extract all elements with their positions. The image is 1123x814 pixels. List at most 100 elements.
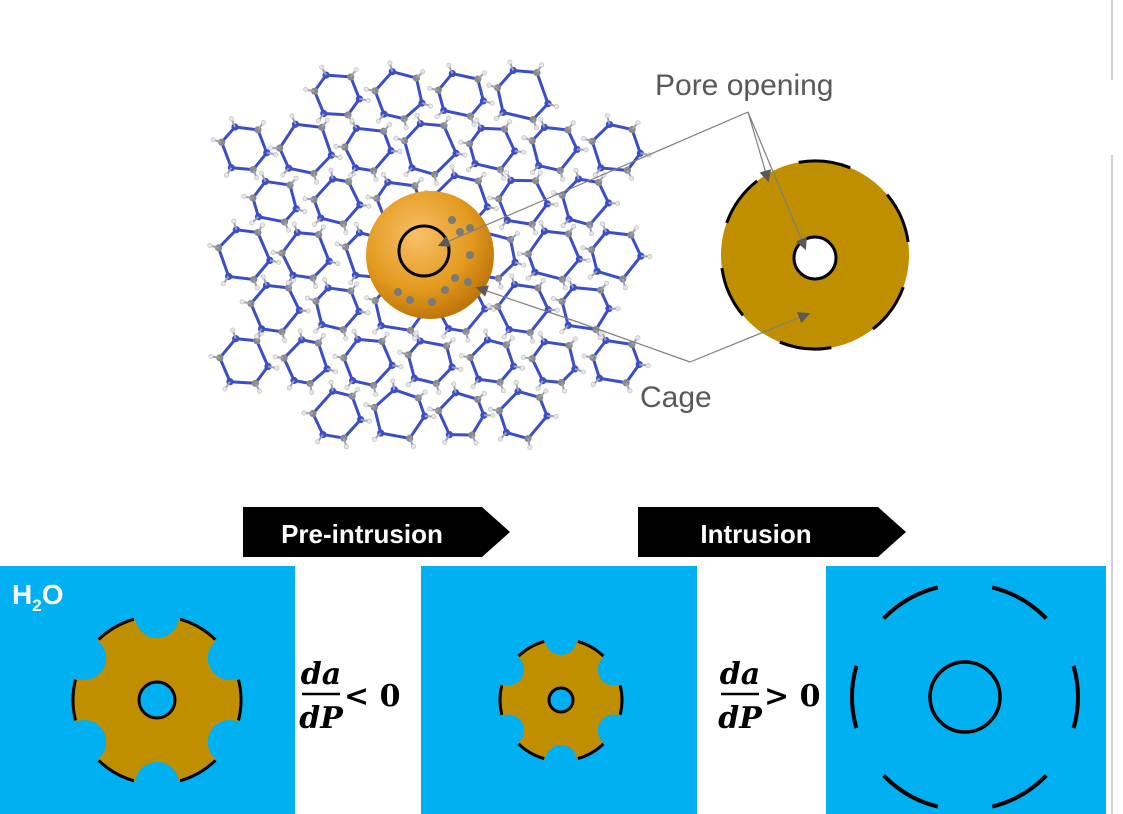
derivative-negative: da dP < 0 <box>299 657 400 736</box>
arrow-pore-to-sphere <box>437 111 749 247</box>
framework-bond <box>538 164 561 173</box>
framework-bond <box>590 140 603 169</box>
hydrogen-atom <box>375 118 381 124</box>
framework-bond <box>344 246 357 276</box>
framework-bond <box>343 127 358 148</box>
hydrogen-atom <box>393 135 399 141</box>
hydrogen-atom <box>489 100 495 106</box>
cage-rim-segment <box>71 679 77 721</box>
framework-bond <box>411 166 436 176</box>
hydrogen-atom <box>436 389 442 395</box>
hydrogen-atom <box>302 196 308 202</box>
cage-rim-segment <box>517 742 545 761</box>
framework-bond <box>327 286 352 293</box>
hydrogen-atom <box>313 284 319 290</box>
framework-bond <box>528 308 550 334</box>
hydrogen-atom <box>320 224 326 230</box>
hydrogen-atom <box>538 116 544 122</box>
framework-bond <box>414 77 424 104</box>
hydrogen-atom <box>507 59 513 65</box>
cage-notch <box>545 623 577 655</box>
molecule-framework-illustration <box>207 59 653 450</box>
framework-bond <box>605 339 633 346</box>
framework-bond <box>496 87 505 113</box>
intrusion-arrow <box>638 507 906 557</box>
hydrogen-atom <box>458 366 464 372</box>
framework-bond <box>258 215 285 224</box>
hydrogen-atom <box>514 231 520 237</box>
hydrogen-atom <box>647 254 653 260</box>
framework-bond <box>265 179 291 187</box>
hydrogen-atom <box>441 333 447 339</box>
hydrogen-atom <box>282 337 288 343</box>
hydrogen-atom <box>535 385 541 391</box>
water-background-3 <box>826 566 1106 814</box>
hydrogen-atom <box>501 334 507 340</box>
annotation-arrows <box>437 111 811 363</box>
hydrogen-atom <box>371 436 377 442</box>
hydrogen-atom <box>580 369 586 375</box>
hydrogen-atom <box>420 69 426 75</box>
framework-bond <box>380 324 411 332</box>
intruded-wall-segment <box>882 585 939 620</box>
framework-bond <box>630 129 642 154</box>
hydrogen-atom <box>273 151 279 157</box>
hydrogen-atom <box>622 285 628 291</box>
hydrogen-atom <box>343 335 349 341</box>
framework-bond <box>403 122 422 142</box>
hydrogen-atom <box>422 389 428 395</box>
intrusion-banner: Intrusion <box>638 507 906 557</box>
hydrogen-atom <box>589 231 595 237</box>
framework-bond <box>621 255 643 280</box>
intrusion-label: Intrusion <box>700 519 811 549</box>
framework-atom <box>514 387 522 395</box>
panel-middle <box>421 566 697 814</box>
framework-bond <box>531 102 550 121</box>
pre-intrusion-label: Pre-intrusion <box>281 519 443 549</box>
framework-bond <box>403 101 423 120</box>
cage-wall-segment <box>725 179 759 224</box>
hydrogen-atom <box>249 220 255 226</box>
hydrogen-atom <box>487 406 493 412</box>
framework-bond <box>419 339 447 348</box>
intruded-wall-segment <box>991 774 1048 809</box>
framework-bond <box>506 431 529 440</box>
hydrogen-atom <box>259 170 265 176</box>
framework-atom <box>356 201 364 209</box>
framework-bond <box>406 354 416 379</box>
hydrogen-atom <box>302 209 308 215</box>
framework-bond <box>387 180 416 188</box>
cage-notch <box>492 714 525 747</box>
framework-bond <box>530 357 545 382</box>
hydrogen-atom <box>223 172 229 178</box>
hydrogen-atom <box>446 115 452 121</box>
framework-bond <box>349 290 361 313</box>
framework-bond <box>526 415 549 440</box>
framework-bond <box>443 109 471 118</box>
hydrogen-atom <box>493 115 499 121</box>
framework-bond <box>287 287 301 311</box>
framework-bond <box>514 282 539 290</box>
hydrogen-atom <box>513 380 519 386</box>
hydrogen-atom <box>280 172 286 178</box>
hydrogen-atom <box>427 406 433 412</box>
hydrogen-atom <box>343 229 349 235</box>
hydrogen-atom <box>328 379 334 385</box>
hydrogen-atom <box>303 87 309 93</box>
framework-bond <box>560 194 571 220</box>
hydrogen-atom <box>615 200 621 206</box>
framework-bond <box>282 338 303 360</box>
intruded-wall-segment <box>1071 665 1080 729</box>
hydrogen-atom <box>470 383 476 389</box>
hydrogen-atom <box>465 167 471 173</box>
framework-bond <box>256 129 269 154</box>
framework-bond <box>599 376 627 385</box>
framework-atom <box>249 166 257 174</box>
hydrogen-atom <box>403 172 409 178</box>
cage-rim-segment <box>97 617 135 641</box>
cage-sphere-atoms <box>394 216 474 306</box>
hydrogen-atom <box>521 149 527 155</box>
cage-wall-segment <box>779 340 832 351</box>
hydrogen-atom <box>286 385 292 391</box>
